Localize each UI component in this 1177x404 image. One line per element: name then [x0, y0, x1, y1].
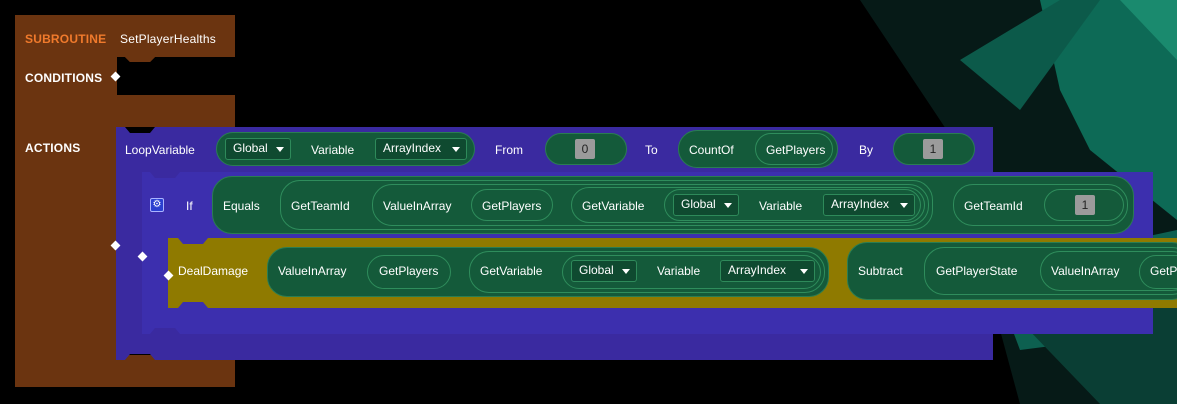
chevron-down-icon [452, 147, 460, 152]
value-in-array-label: ValueInArray [383, 199, 452, 213]
from-value[interactable]: 0 [575, 139, 595, 159]
conditions-label: CONDITIONS [25, 71, 103, 85]
get-team-id-label: GetTeamId [291, 199, 350, 213]
chevron-down-icon [800, 269, 808, 274]
if-variable-dropdown[interactable]: ArrayIndex [823, 194, 915, 216]
gear-icon[interactable]: ⚙ [150, 198, 164, 212]
to-label: To [645, 143, 658, 157]
get-players-label-2: GetP [1150, 264, 1177, 278]
subroutine-name[interactable]: SetPlayerHealths [120, 32, 216, 46]
get-variable-label: GetVariable [582, 199, 645, 213]
team-value[interactable]: 1 [1075, 195, 1095, 215]
deal-variable-dropdown[interactable]: ArrayIndex [720, 260, 815, 282]
chevron-down-icon [900, 203, 908, 208]
chevron-down-icon [622, 269, 630, 274]
if-scope-dropdown[interactable]: Global [673, 194, 739, 216]
get-players-label: GetPlayers [379, 264, 439, 278]
chevron-down-icon [724, 203, 732, 208]
loop-variable-dropdown[interactable]: ArrayIndex [375, 138, 467, 160]
get-players-pill-2[interactable] [1139, 255, 1177, 289]
get-variable-label: GetVariable [480, 264, 543, 278]
from-label: From [495, 143, 523, 157]
loop-variable-text: Variable [311, 143, 355, 157]
get-team-id-label-2: GetTeamId [964, 199, 1023, 213]
chevron-down-icon [276, 147, 284, 152]
by-label: By [859, 143, 874, 157]
deal-damage-label: DealDamage [178, 264, 249, 278]
get-players-pill[interactable] [367, 255, 451, 289]
if-variable-text: Variable [759, 199, 803, 213]
subroutine-keyword: SUBROUTINE [25, 32, 107, 46]
count-of-label: CountOf [689, 143, 734, 157]
deal-scope-dropdown[interactable]: Global [571, 260, 637, 282]
get-players-pill[interactable] [755, 133, 833, 165]
loop-scope-dropdown[interactable]: Global [225, 138, 291, 160]
get-players-label: GetPlayers [482, 199, 542, 213]
deal-variable-text: Variable [657, 264, 701, 278]
subtract-label: Subtract [858, 264, 903, 278]
loop-variable-label: LoopVariable [125, 143, 195, 157]
value-in-array-label: ValueInArray [278, 264, 347, 278]
actions-label: ACTIONS [25, 141, 81, 155]
value-in-array-label-2: ValueInArray [1051, 264, 1120, 278]
if-label: If [186, 199, 193, 213]
by-value[interactable]: 1 [923, 139, 943, 159]
get-player-state-label: GetPlayerState [936, 264, 1018, 278]
get-players-label: GetPlayers [766, 143, 826, 157]
equals-label: Equals [223, 199, 260, 213]
get-players-pill[interactable] [471, 189, 553, 221]
